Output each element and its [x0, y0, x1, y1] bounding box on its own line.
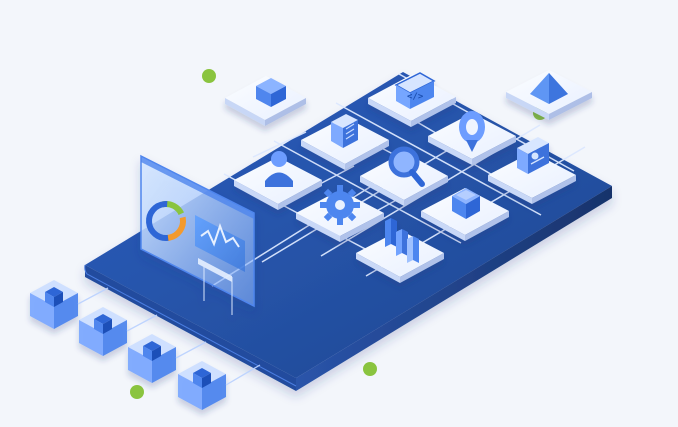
tile-magnifier — [360, 146, 448, 206]
location-pin-icon — [459, 111, 485, 152]
floating-cube-2 — [79, 307, 127, 356]
accent-dot-bottom-middle — [363, 362, 377, 376]
tile-bar-chart — [356, 218, 444, 283]
tile-cube — [421, 188, 509, 241]
accent-dot-top-left — [202, 69, 216, 83]
accent-dot-bottom-left — [130, 385, 144, 399]
tile-user — [234, 151, 322, 210]
cube-connectors — [77, 287, 261, 386]
dashboard-panel — [140, 154, 255, 315]
id-card-icon — [517, 137, 549, 174]
tile-code-window: </> — [368, 72, 456, 127]
box-icon — [452, 188, 480, 219]
user-icon — [265, 151, 293, 187]
gear-icon — [320, 185, 360, 225]
floating-cube-3 — [128, 334, 176, 383]
floating-cube-1 — [30, 280, 78, 329]
floating-cubes — [30, 280, 226, 410]
document-icon — [331, 114, 358, 148]
floating-tile-cube — [225, 76, 306, 126]
magnifier-icon — [388, 146, 425, 187]
svg-text:</>: </> — [407, 92, 424, 102]
bar-chart-icon — [385, 218, 419, 263]
code-window-icon: </> — [394, 72, 436, 109]
tile-gear — [296, 185, 384, 242]
floating-tile-pyramid — [506, 70, 592, 120]
tile-document — [301, 114, 389, 170]
tile-location — [428, 111, 516, 165]
floating-cube-4 — [178, 361, 226, 410]
tile-id-card — [488, 137, 576, 204]
